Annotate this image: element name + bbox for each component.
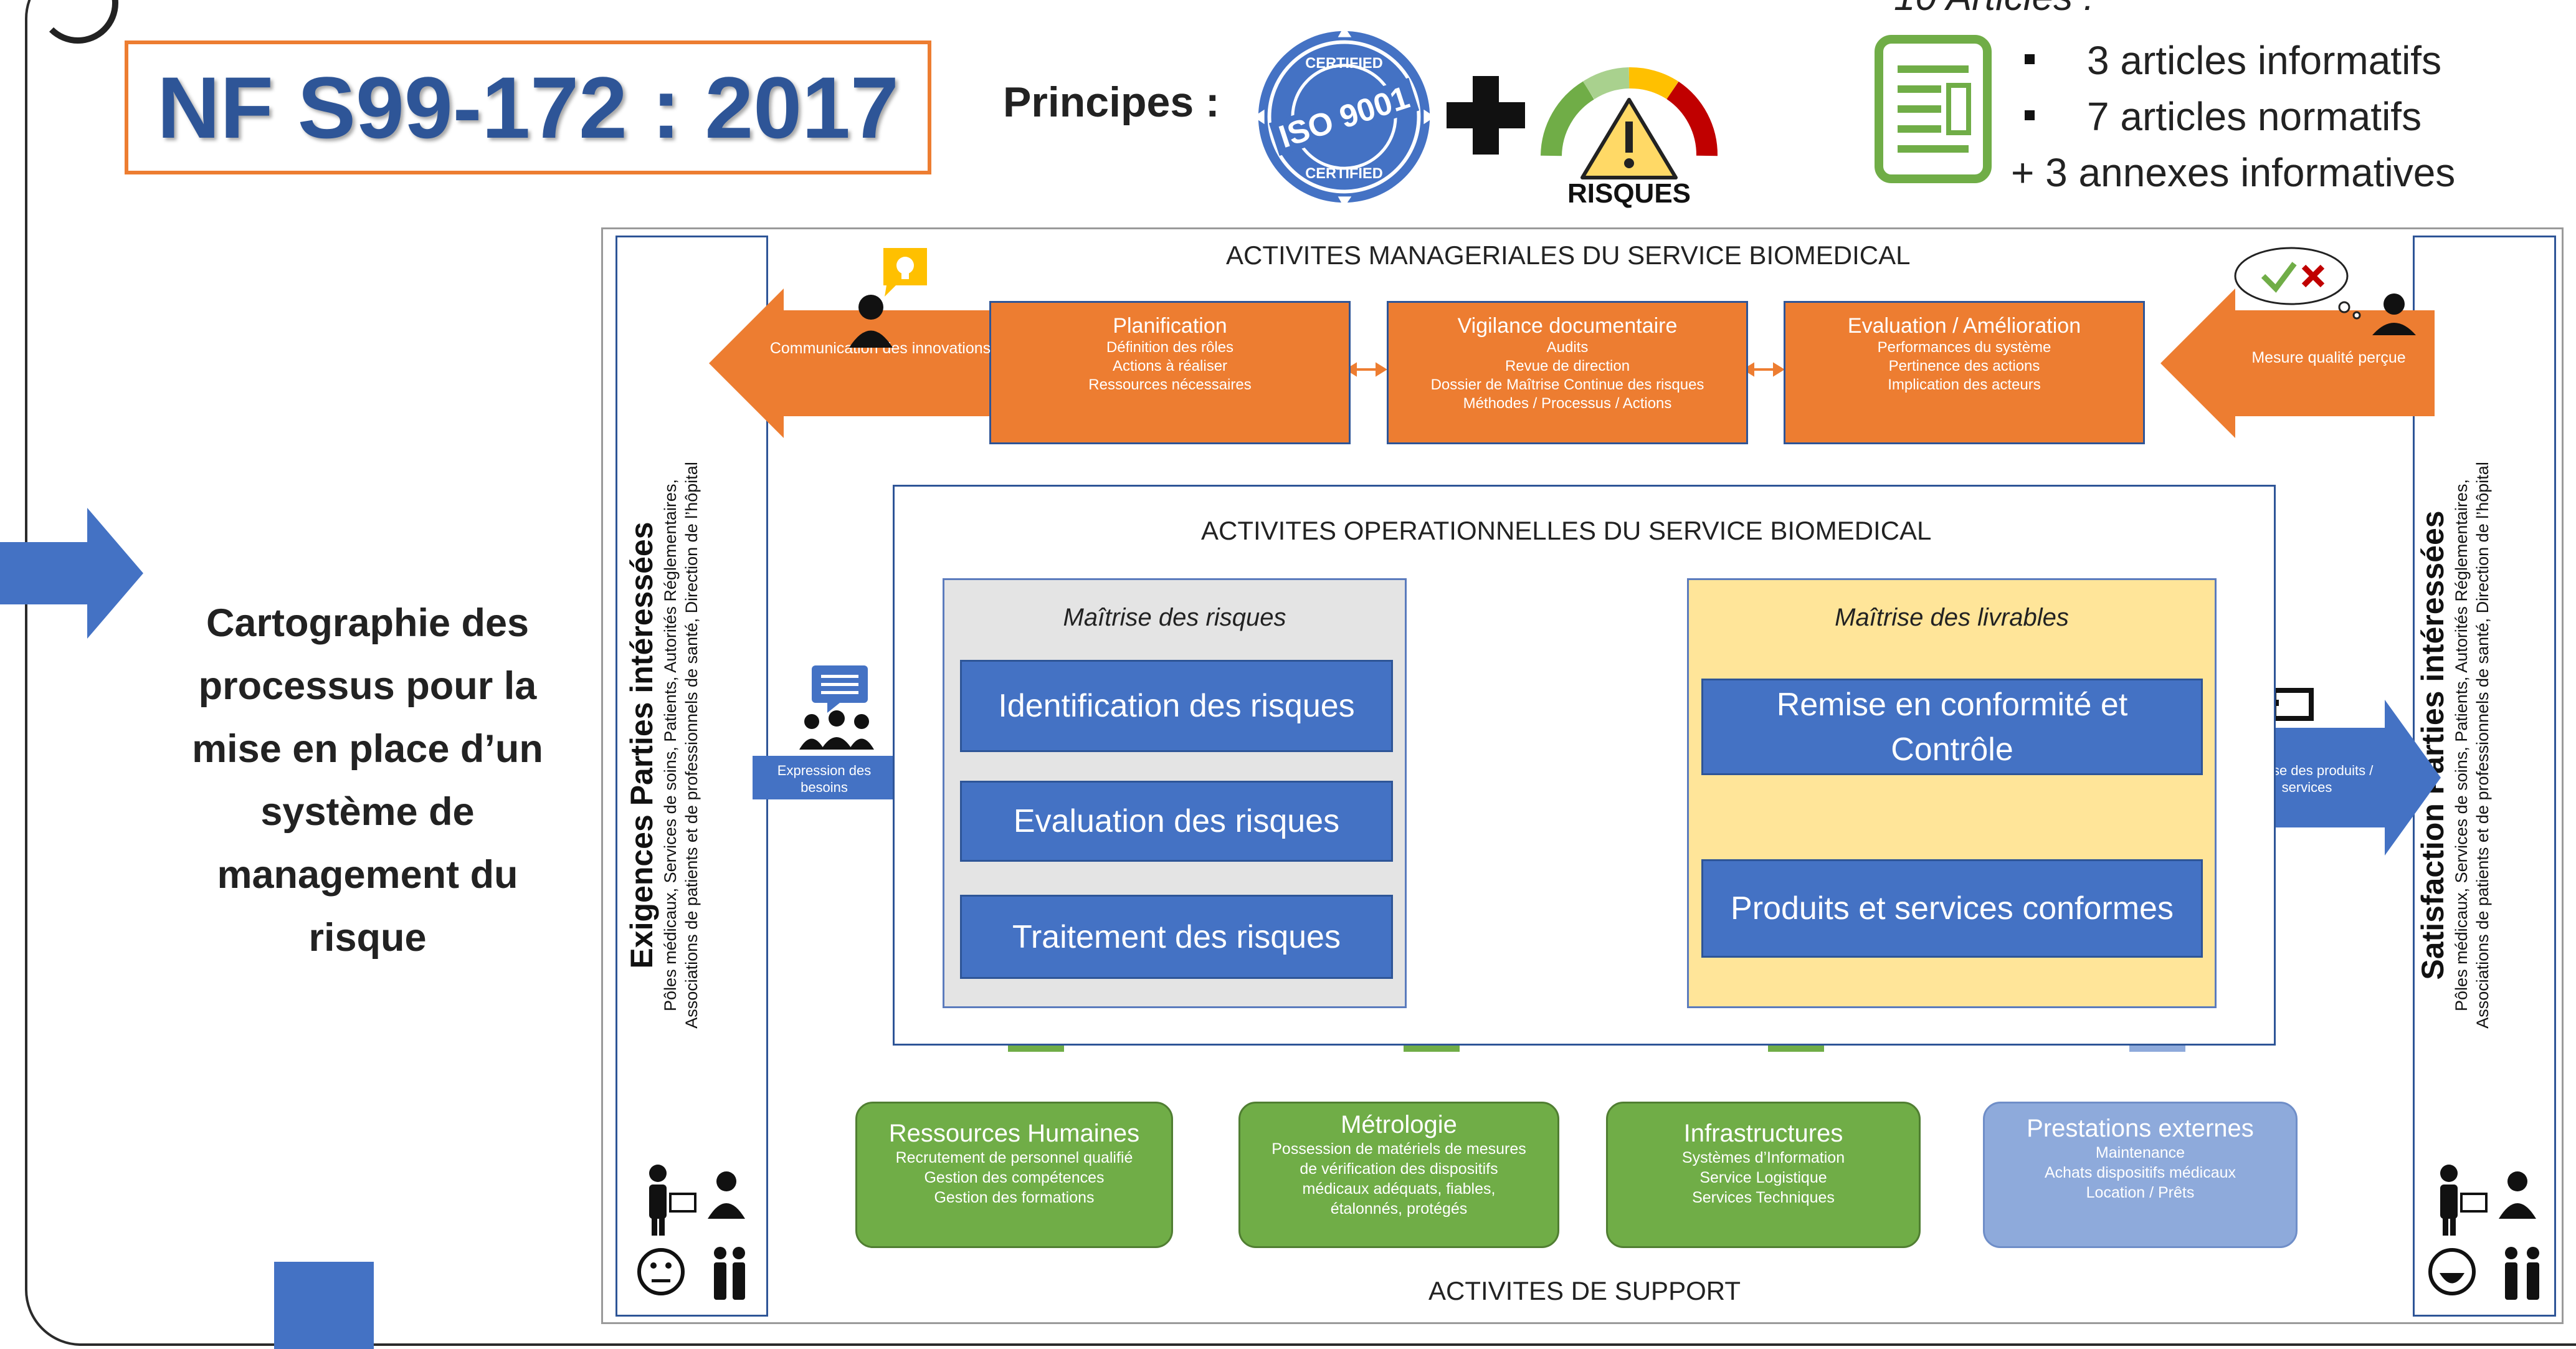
mesure-label: Mesure qualité perçue — [2251, 349, 2406, 366]
group-speech-icon — [799, 665, 874, 750]
identification-box: Identification des risques — [960, 660, 1393, 752]
support-title: Ressources Humaines — [888, 1120, 1140, 1147]
evaluation-box: Evaluation / Amélioration Performances d… — [1784, 301, 2145, 444]
iso-badge-icon: ISO 9001 CERTIFIED CERTIFIED — [1253, 26, 1435, 208]
document-icon — [1875, 35, 1992, 183]
support-line: Maintenance — [2095, 1144, 2185, 1161]
left-panel-subtitle-1: Pôles médicaux, Services de soins, Patie… — [661, 479, 680, 1011]
metrologie-box: Métrologie Possession de matériels de me… — [1238, 1102, 1559, 1248]
support-title: Prestations externes — [2027, 1115, 2254, 1142]
article-item: 7 articles normatifs — [2087, 94, 2422, 139]
evaluation-title: Evaluation / Amélioration — [1847, 314, 2081, 338]
left-panel-title: Exigences Parties intéressées — [624, 522, 659, 969]
process-diagram: Exigences Parties intéressées Pôles médi… — [601, 227, 2564, 1324]
evaluation-line: Performances du système — [1877, 339, 2051, 356]
support-line: Location / Prêts — [2086, 1184, 2195, 1201]
principes-label: Principes : — [1003, 79, 1220, 126]
support-line: Gestion des compétences — [924, 1169, 1105, 1186]
deliverables-panel: Maîtrise des livrables Remise en conform… — [1687, 578, 2217, 1008]
vigilance-line: Dossier de Maîtrise Continue des risques — [1430, 376, 1704, 393]
evaluation-line: Pertinence des actions — [1888, 358, 2040, 374]
right-panel-subtitle-2: Associations de patients et de professio… — [2473, 462, 2492, 1029]
article-item: 3 articles informatifs — [2087, 38, 2442, 83]
managerial-heading: ACTIVITES MANAGERIALES DU SERVICE BIOMED… — [1226, 241, 1911, 270]
planification-line: Ressources nécessaires — [1088, 376, 1252, 393]
support-line: médicaux adéquats, fiables, — [1302, 1180, 1496, 1198]
plus-icon — [1447, 76, 1525, 155]
caption-text: Cartographie des processus pour la mise … — [192, 601, 543, 960]
right-stakeholders-panel: Satisfaction Parties intéressées Pôles m… — [2413, 236, 2556, 1317]
left-panel-subtitle-2: Associations de patients et de professio… — [682, 462, 701, 1029]
support-line: Achats dispositifs médicaux — [2044, 1164, 2236, 1181]
vigilance-line: Méthodes / Processus / Actions — [1463, 395, 1672, 412]
planification-box: Planification Définition des rôles Actio… — [989, 301, 1351, 444]
feedback-person-icon — [2234, 247, 2416, 335]
bullet-icon — [2025, 110, 2035, 120]
annexes-text: + 3 annexes informatives — [2011, 150, 2456, 195]
planification-title: Planification — [1113, 314, 1227, 338]
support-heading: ACTIVITES DE SUPPORT — [1428, 1276, 1741, 1305]
user-icons — [2428, 1165, 2539, 1300]
lightbulb-person-icon — [849, 248, 927, 348]
infrastructures-box: Infrastructures Systèmes d’Information S… — [1606, 1102, 1921, 1248]
risques-label: RISQUES — [1567, 178, 1691, 209]
risk-control-panel: Maîtrise des risques Identification des … — [943, 578, 1407, 1008]
vigilance-line: Audits — [1546, 339, 1589, 356]
planification-line: Actions à réaliser — [1112, 358, 1228, 374]
support-line: de vérification des dispositifs — [1300, 1160, 1498, 1178]
deliverables-panel-title: Maîtrise des livrables — [1835, 604, 2069, 631]
produits-conformes-box: Produits et services conformes — [1701, 859, 2203, 958]
risk-gauge-icon: RISQUES — [1541, 67, 1718, 209]
traitement-box: Traitement des risques — [960, 895, 1393, 979]
support-line: Possession de matériels de mesures — [1271, 1140, 1526, 1158]
risk-panel-title: Maîtrise des risques — [1063, 604, 1286, 631]
planification-line: Définition des rôles — [1106, 339, 1234, 356]
vigilance-line: Revue de direction — [1504, 358, 1630, 374]
user-icons — [637, 1165, 745, 1300]
bullet-icon — [2025, 54, 2035, 64]
blue-arrow-icon — [0, 508, 143, 639]
evaluation-line: Implication des acteurs — [1888, 376, 2041, 393]
evaluation-risk-box: Evaluation des risques — [960, 781, 1393, 862]
vigilance-box: Vigilance documentaire Audits Revue de d… — [1387, 301, 1748, 444]
iso-top-text: CERTIFIED — [1305, 55, 1383, 72]
support-line: Service Logistique — [1699, 1169, 1827, 1186]
prestations-externes-box: Prestations externes Maintenance Achats … — [1983, 1102, 2298, 1248]
support-line: Systèmes d’Information — [1681, 1149, 1845, 1166]
expression-label: Expression des besoins — [777, 763, 872, 795]
ressources-humaines-box: Ressources Humaines Recrutement de perso… — [855, 1102, 1173, 1248]
articles-heading: 10 Articles : — [1894, 0, 2094, 19]
remise-conformite-box: Remise en conformité et Contrôle — [1701, 679, 2203, 775]
left-panel-text: Exigences Parties intéressées Pôles médi… — [624, 387, 767, 1104]
slide-frame — [25, 0, 2576, 1346]
operational-heading: ACTIVITES OPERATIONNELLES DU SERVICE BIO… — [1201, 516, 1932, 545]
left-stakeholders-panel: Exigences Parties intéressées Pôles médi… — [615, 236, 768, 1317]
right-panel-title: Satisfaction Parties intéressées — [2415, 510, 2450, 980]
right-panel-subtitle-1: Pôles médicaux, Services de soins, Patie… — [2452, 479, 2471, 1011]
support-line: Gestion des formations — [934, 1189, 1095, 1206]
support-line: Services Techniques — [1692, 1189, 1835, 1206]
support-title: Métrologie — [1341, 1111, 1457, 1138]
vigilance-title: Vigilance documentaire — [1457, 314, 1678, 338]
support-line: étalonnés, protégés — [1330, 1200, 1468, 1218]
support-title: Infrastructures — [1683, 1120, 1843, 1147]
iso-bottom-text: CERTIFIED — [1305, 166, 1383, 182]
blue-square — [274, 1262, 374, 1349]
right-panel-text: Satisfaction Parties intéressées Pôles m… — [2415, 387, 2558, 1104]
support-line: Recrutement de personnel qualifié — [895, 1149, 1133, 1166]
page-title: NF S99-172 : 2017 — [125, 41, 931, 174]
